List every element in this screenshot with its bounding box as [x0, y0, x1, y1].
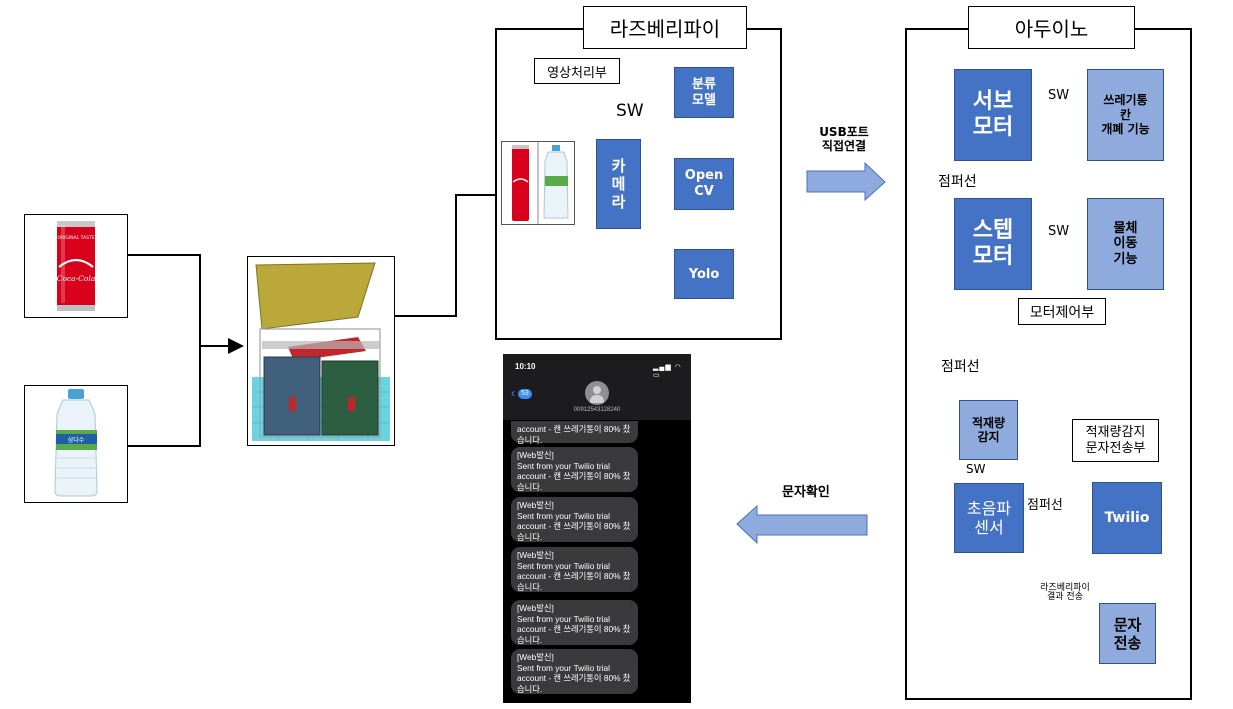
jumper-wire-label-3: 점퍼선 — [1027, 498, 1063, 513]
servo-motor-box: 서보 모터 — [954, 69, 1032, 161]
load-detect-sms-section-label: 적재량감지 문자전송부 — [1072, 419, 1159, 462]
sms-send-box: 문자 전송 — [1099, 603, 1156, 664]
water-bottle-photo: 삼다수 — [24, 385, 128, 503]
svg-text:ORIGINAL TASTE: ORIGINAL TASTE — [57, 235, 94, 241]
pi-sw-label: SW — [616, 101, 644, 121]
svg-text:삼다수: 삼다수 — [68, 436, 85, 444]
phone-time: 10:10 — [515, 362, 536, 371]
sender-number: 00912543128240 — [573, 407, 621, 413]
servo-sw-label: SW — [1048, 88, 1070, 103]
pi-result-transfer-label: 라즈베리파이 결과 전송 — [1040, 583, 1090, 603]
jumper-wire-label-2: 점퍼선 — [941, 359, 980, 375]
trash-bin-model-icon — [248, 257, 393, 444]
unread-count-badge[interactable]: 53 — [518, 389, 532, 399]
bin-3d-model-image — [247, 256, 395, 446]
input-connector — [128, 194, 496, 447]
contact-avatar-icon — [585, 381, 609, 405]
sms-check-label: 문자확인 — [782, 485, 830, 500]
jumper-wire-label-1: 점퍼선 — [938, 174, 977, 190]
raspberry-pi-title: 라즈베리파이 — [583, 6, 747, 49]
phone-screenshot: 10:10 ▂▄▆ ◠ ▭ ‹ 53 00912543128240 accoun… — [503, 354, 691, 703]
sort-model-box: 분류 모델 — [674, 67, 734, 118]
twilio-box: Twilio — [1092, 482, 1162, 554]
sms-message-3: [Web발신] Sent from your Twilio trial acco… — [511, 497, 638, 542]
opencv-box: Open CV — [674, 158, 734, 210]
status-icons: ▂▄▆ ◠ ▭ — [653, 364, 682, 379]
sms-message-4: [Web발신] Sent from your Twilio trial acco… — [511, 547, 638, 592]
can-and-bottle-icon — [512, 142, 569, 224]
yolo-box: Yolo — [674, 249, 734, 299]
ultrasonic-sensor-box: 초음파 센서 — [954, 483, 1024, 553]
image-processing-section-label: 영상처리부 — [534, 58, 620, 84]
sms-message-5: [Web발신] Sent from your Twilio trial acco… — [511, 600, 638, 645]
sms-message-2: [Web발신] Sent from your Twilio trial acco… — [511, 447, 638, 492]
sms-message-1: account - 캔 쓰레기통이 80% 찼 습니다. — [511, 421, 638, 445]
sms-block-arrow — [736, 504, 868, 545]
arduino-title: 아두이노 — [968, 6, 1135, 49]
stepper-sw-label: SW — [1048, 224, 1070, 239]
back-chevron-icon[interactable]: ‹ — [511, 386, 515, 400]
sms-message-6: [Web발신] Sent from your Twilio trial acco… — [511, 649, 638, 694]
stepper-motor-box: 스텝 모터 — [954, 198, 1032, 290]
svg-text:Coca-Cola: Coca-Cola — [57, 274, 96, 283]
camera-box: 카 메 라 — [596, 139, 641, 229]
motor-control-section-label: 모터제어부 — [1018, 298, 1106, 325]
bin-lid-function-box: 쓰레기통 칸 개폐 기능 — [1087, 69, 1164, 161]
load-detect-box: 적재량 감지 — [959, 400, 1018, 460]
coke-can-photo: ORIGINAL TASTE Coca-Cola — [24, 214, 128, 318]
water-bottle-icon: 삼다수 — [54, 389, 98, 497]
pi-input-photos — [501, 141, 575, 225]
object-move-function-box: 물체 이동 기능 — [1087, 198, 1164, 290]
usb-connection-label: USB포트 직접연결 — [819, 125, 869, 154]
load-sw-label: SW — [966, 462, 986, 476]
coke-can-icon: ORIGINAL TASTE Coca-Cola — [57, 221, 96, 311]
usb-block-arrow — [806, 161, 886, 202]
